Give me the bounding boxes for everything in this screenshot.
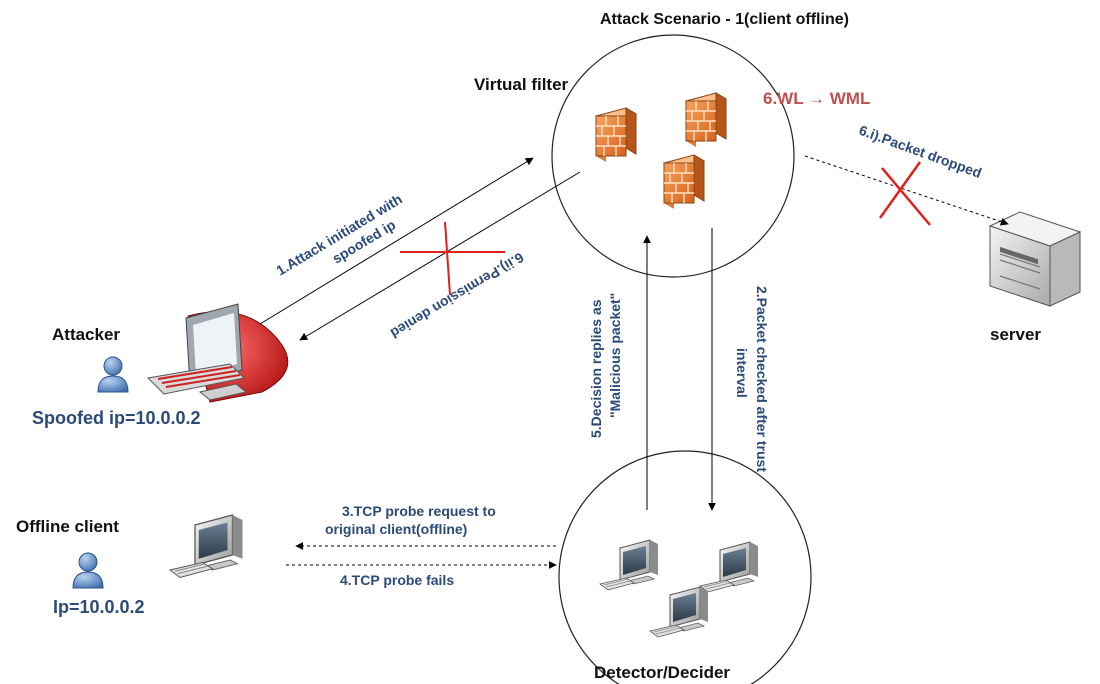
offline-client-computer-icon — [169, 514, 244, 579]
step3-label-line1: 3.TCP probe request to — [342, 503, 496, 519]
attacker-ip: Spoofed ip=10.0.0.2 — [32, 408, 201, 428]
step6-label: 6.WL → WML — [763, 89, 870, 108]
server-label: server — [990, 325, 1041, 344]
permission-denied-arrow — [299, 171, 581, 341]
step4-label: 4.TCP probe fails — [340, 572, 454, 588]
step6ii-label: 6.ii).Permission denied — [388, 249, 527, 341]
detector-decider-node — [558, 450, 812, 684]
detector-decider-label: Detector/Decider — [594, 663, 730, 682]
server-icon — [988, 211, 1082, 307]
cross-mark-icon — [400, 221, 505, 296]
step6i-label: 6.i).Packet dropped — [857, 122, 984, 181]
virtual-filter-label: Virtual filter — [474, 75, 569, 94]
step5-label-line1: 5.Decision replies as — [588, 299, 604, 438]
attack-initiated-arrow — [259, 157, 534, 325]
offline-client-label: Offline client — [16, 517, 119, 536]
attacker-computer-icon — [146, 303, 289, 403]
attacker-label: Attacker — [52, 325, 120, 344]
attacker-user-icon — [97, 356, 129, 393]
step2-label-line2: interval — [734, 348, 750, 398]
step3-label-line2: original client(offline) — [325, 521, 467, 537]
step2-label-line1: 2.Packet checked after trust — [754, 286, 770, 472]
cross-mark-icon — [878, 161, 931, 226]
step5-label-line2: "Malicious packet" — [607, 293, 623, 418]
offline-client-user-icon — [72, 552, 104, 589]
virtual-filter-node — [551, 34, 795, 278]
offline-client-ip: Ip=10.0.0.2 — [53, 597, 145, 617]
diagram-title: Attack Scenario - 1(client offline) — [600, 11, 849, 28]
